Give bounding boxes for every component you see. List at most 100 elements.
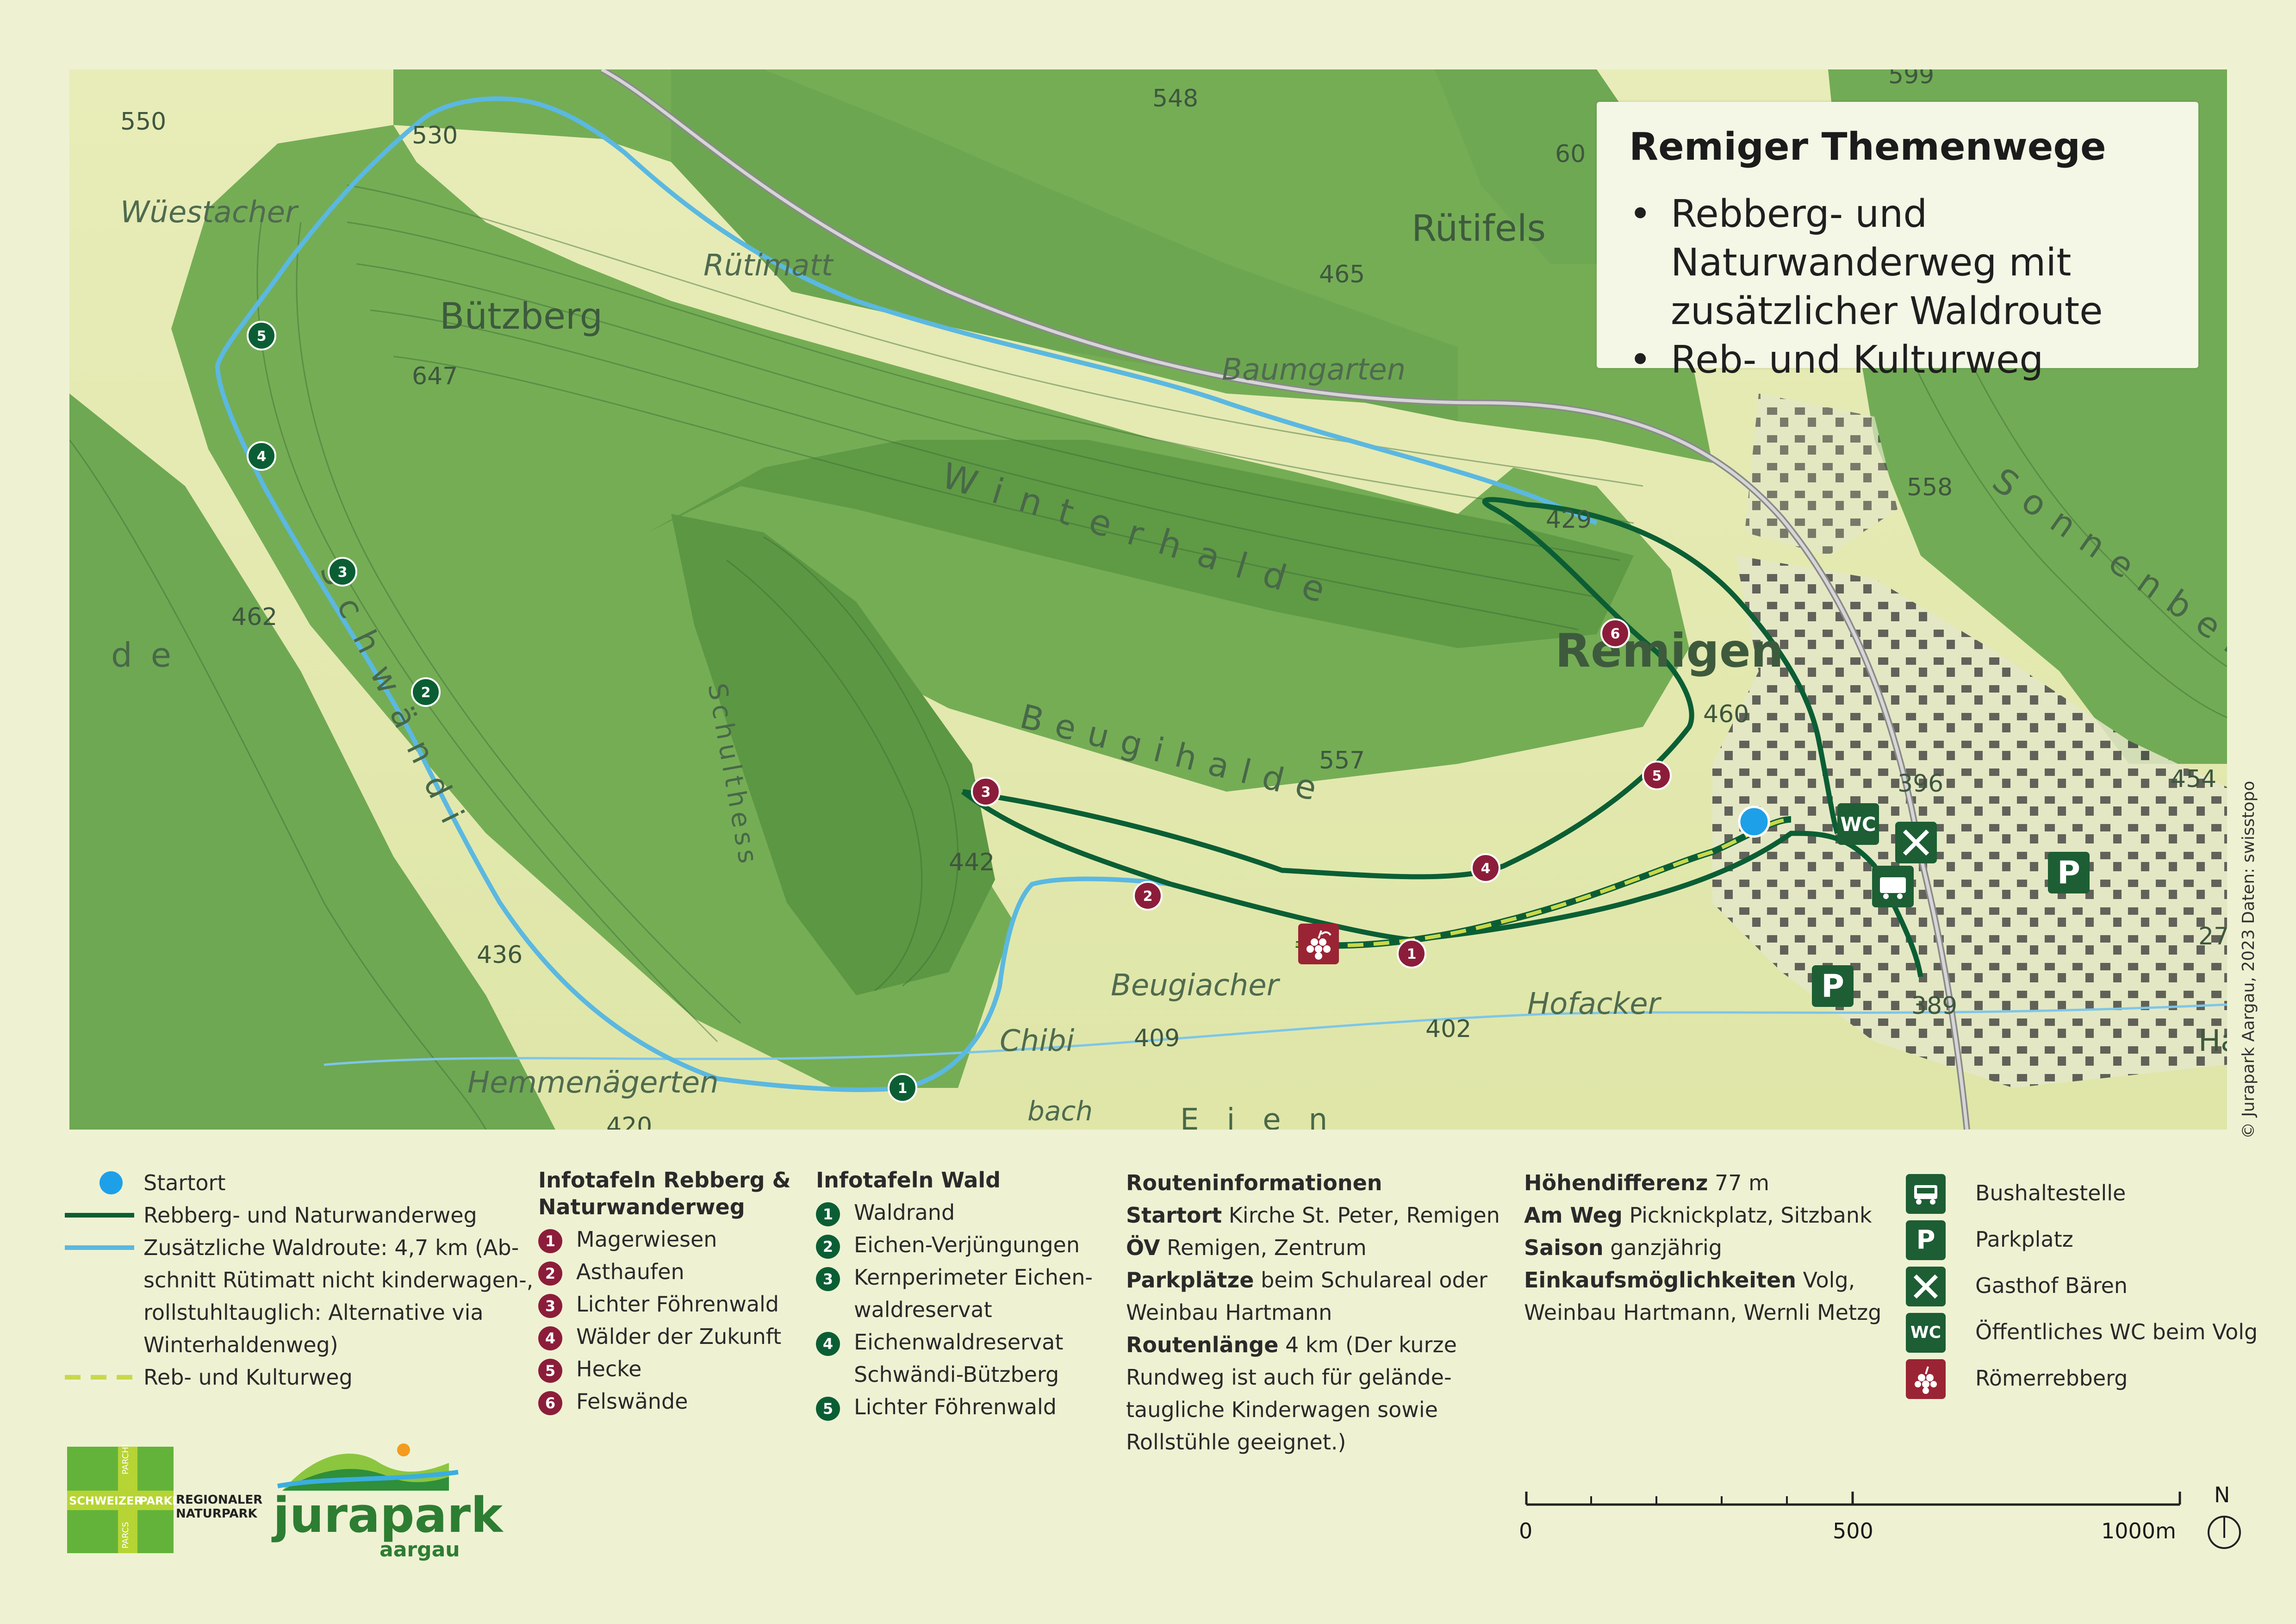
- map-symbol-bus[interactable]: [1872, 866, 1914, 907]
- list-item-label: Magerwiesen: [576, 1227, 717, 1252]
- info-key: Am Weg: [1524, 1203, 1623, 1228]
- list-item: 1 Magerwiesen: [538, 1223, 797, 1255]
- logo-text: PARCS: [121, 1522, 131, 1549]
- list-item: 3 Kernperimeter Eichen-: [816, 1261, 1094, 1293]
- wc-icon: WC: [1906, 1313, 1946, 1353]
- symbol-label: Gasthof Bären: [1975, 1273, 2128, 1298]
- restaurant-icon: [1906, 1267, 1946, 1306]
- kultur-route: [1295, 818, 1792, 948]
- legend-startort: Startort: [143, 1170, 226, 1195]
- altitude-label: 389: [1911, 992, 1957, 1020]
- info-value: Weinbau Hartmann: [1126, 1300, 1332, 1325]
- svg-text:5: 5: [257, 328, 267, 344]
- marker-number: 3: [816, 1267, 840, 1291]
- altitude-label: 548: [1152, 85, 1198, 112]
- label-halde: Halde: [2198, 1024, 2227, 1058]
- info-key: Höhendifferenz: [1524, 1170, 1708, 1195]
- altitude-label: 557: [1319, 747, 1365, 775]
- logo-wordmark: jurapark: [273, 1487, 503, 1543]
- info-value: taugliche Kinderwagen sowie: [1126, 1397, 1438, 1422]
- map-symbol-wc[interactable]: WC: [1837, 803, 1879, 845]
- altitude-label: 402: [1425, 1015, 1471, 1043]
- marker-number: 6: [538, 1391, 562, 1415]
- forest-areas: [69, 69, 2227, 1130]
- marker-rebberg-4[interactable]: 4: [1471, 853, 1500, 883]
- altitude-label: 647: [412, 362, 458, 390]
- info-value: Volg,: [1803, 1268, 1855, 1293]
- logo-text: NATURPARK: [176, 1507, 257, 1521]
- marker-rebberg-3[interactable]: 3: [971, 777, 1001, 806]
- list-item-label: Hecke: [576, 1356, 642, 1381]
- altitude-label: 429: [1546, 506, 1592, 534]
- svg-text:P: P: [1821, 968, 1844, 1005]
- marker-number: 3: [538, 1293, 562, 1318]
- streams: [324, 1003, 2228, 1066]
- label-baumgarten: Baumgarten: [1222, 353, 1406, 387]
- info-value: Weinbau Hartmann, Wernli Metzg: [1524, 1300, 1882, 1325]
- scale-label: 1000m: [2101, 1518, 2176, 1543]
- marker-wald-1[interactable]: 1: [888, 1073, 917, 1103]
- marker-number: 1: [538, 1229, 562, 1253]
- north-arrow: N: [2214, 1482, 2230, 1507]
- symbol-label: Römerrebberg: [1975, 1366, 2128, 1391]
- marker-rebberg-6[interactable]: 6: [1600, 618, 1630, 648]
- symbol-label: Öffentliches WC beim Volg: [1975, 1319, 2258, 1344]
- label-hofacker: Hofacker: [1527, 987, 1662, 1021]
- marker-rebberg-1[interactable]: 1: [1397, 939, 1426, 968]
- marker-rebberg-5[interactable]: 5: [1642, 761, 1672, 790]
- legend-symbol-row: Bushaltestelle: [1906, 1174, 2230, 1220]
- map-symbol-restaurant[interactable]: [1895, 822, 1937, 863]
- svg-text:3: 3: [981, 784, 991, 800]
- altitude-label: 420: [606, 1112, 652, 1130]
- info-key: Einkaufsmöglichkeiten: [1524, 1268, 1796, 1293]
- label-buetzberg: Bützberg: [440, 296, 603, 337]
- label-chibi: Chibi: [1000, 1024, 1075, 1058]
- symbol-label: Parkplatz: [1975, 1227, 2073, 1252]
- legend-heading: Routeninformationen: [1126, 1170, 1382, 1195]
- scale-label: 500: [1833, 1518, 1873, 1543]
- vineyard-icon[interactable]: [1298, 924, 1339, 964]
- svg-text:WC: WC: [1840, 813, 1876, 836]
- map-symbol-parking-1[interactable]: P: [1812, 965, 1854, 1007]
- map-symbol-parking-2[interactable]: P: [2048, 852, 2090, 893]
- altitude-label: 460: [1703, 700, 1749, 728]
- info-value: Remigen, Zentrum: [1167, 1235, 1367, 1260]
- marker-wald-5[interactable]: 5: [247, 321, 276, 350]
- route-list-item: Reb- und Kulturweg: [1629, 336, 2198, 384]
- svg-text:4: 4: [1481, 861, 1491, 877]
- list-item-label: Eichenwaldreservat: [854, 1330, 1064, 1355]
- svg-text:3: 3: [338, 564, 348, 581]
- symbol-label: Bushaltestelle: [1975, 1181, 2126, 1206]
- altitude-label: 436: [477, 941, 523, 969]
- altitude-label: 396: [1898, 770, 1943, 798]
- altitude-label: 462: [231, 603, 277, 631]
- altitude-label: 60: [1555, 140, 1586, 168]
- info-value: 4 km (Der kurze: [1285, 1332, 1457, 1357]
- info-value: Picknickplatz, Sitzbank: [1629, 1203, 1872, 1228]
- rebberg-route-loop: [962, 497, 1840, 880]
- marker-wald-3[interactable]: 3: [328, 557, 357, 587]
- list-item-label: Kernperimeter Eichen-: [854, 1265, 1093, 1290]
- altitude-label: 454: [2171, 765, 2216, 793]
- marker-wald-4[interactable]: 4: [247, 441, 276, 471]
- list-item-label: Lichter Föhrenwald: [576, 1292, 779, 1317]
- label-hemmenaegerten: Hemmenägerten: [467, 1066, 719, 1100]
- legend-wald-line: Winterhaldenweg): [143, 1332, 338, 1357]
- logo-text: PARKE: [139, 1494, 180, 1507]
- legend-details: Höhendifferenz 77 m Am Weg Picknickplatz…: [1524, 1167, 1894, 1329]
- altitude-label: 442: [949, 849, 995, 876]
- marker-number: 2: [538, 1261, 562, 1286]
- logo-text: PARCHI: [121, 1444, 131, 1474]
- altitude-labels: 550 530 548 599 60 465 647 429 558 462 4…: [120, 62, 2229, 1140]
- info-key: ÖV: [1126, 1235, 1160, 1260]
- start-point[interactable]: [1738, 806, 1770, 838]
- marker-wald-2[interactable]: 2: [411, 677, 441, 707]
- legend-routes: Startort Rebberg- und Naturwanderweg Zus…: [65, 1167, 533, 1393]
- marker-rebberg-2[interactable]: 2: [1133, 881, 1163, 911]
- legend-wald-line: Zusätzliche Waldroute: 4,7 km (Ab-: [143, 1235, 519, 1260]
